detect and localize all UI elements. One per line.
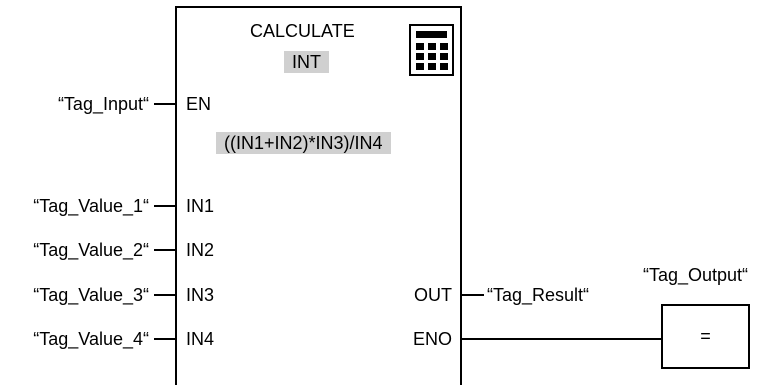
tag-result[interactable]: “Tag_Result“ [487,285,590,305]
pin-in4: IN4 [186,329,215,349]
pin-in2: IN2 [186,240,215,260]
block-title: CALCULATE [250,21,355,41]
expression-field[interactable]: ((IN1+IN2)*IN3)/IN4 [216,132,391,154]
data-type-selector[interactable]: INT [284,51,329,73]
tag-value-3[interactable]: “Tag_Value_3“ [33,285,149,305]
coil-symbol[interactable]: = [700,326,711,346]
tag-value-1[interactable]: “Tag_Value_1“ [33,196,149,216]
calculate-block[interactable] [175,6,462,385]
tag-value-2[interactable]: “Tag_Value_2“ [33,240,149,260]
calculator-icon [409,24,454,76]
pin-in1: IN1 [186,196,215,216]
pin-out: OUT [414,285,452,305]
pin-en: EN [186,94,212,114]
tag-output[interactable]: “Tag_Output“ [643,265,749,285]
tag-value-4[interactable]: “Tag_Value_4“ [33,329,149,349]
pin-eno: ENO [412,329,452,349]
tag-input[interactable]: “Tag_Input“ [57,94,149,114]
coil-box [661,304,750,369]
pin-in3: IN3 [186,285,215,305]
